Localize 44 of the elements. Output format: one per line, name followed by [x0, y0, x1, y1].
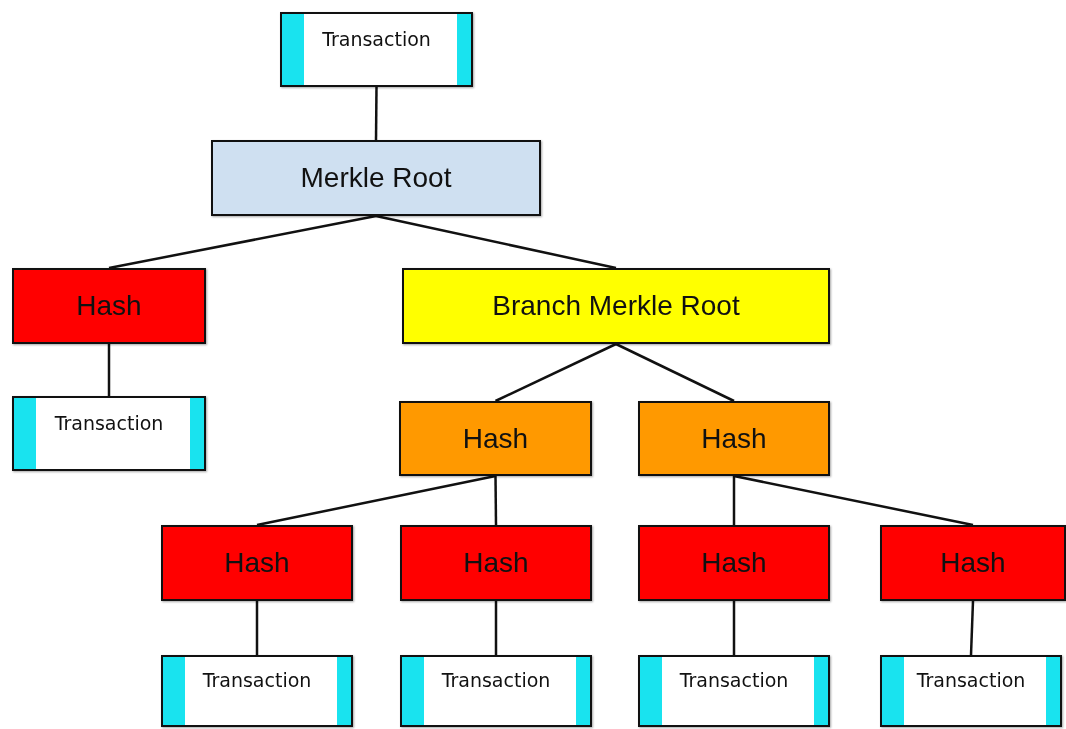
connector-line	[615, 342, 735, 403]
transaction-box	[12, 396, 206, 471]
connector-line	[732, 476, 736, 525]
connector-line	[969, 600, 975, 656]
node-label: Hash	[701, 422, 767, 455]
connector-line	[255, 601, 259, 655]
transaction-box	[161, 655, 353, 727]
connector-line	[108, 214, 377, 270]
hash-box	[399, 401, 592, 476]
node-label: Hash	[940, 547, 1006, 579]
transaction-box	[400, 655, 592, 727]
node-label: Transaction	[54, 411, 164, 434]
transaction-box	[880, 655, 1062, 727]
node-label: Hash	[463, 547, 529, 579]
hash-box	[638, 401, 830, 476]
hash-box	[402, 268, 830, 344]
hash-box	[211, 140, 541, 216]
node-label: Hash	[224, 547, 290, 579]
connector-line	[256, 474, 496, 527]
connector-line	[107, 344, 111, 396]
node-label: Transaction	[916, 669, 1026, 691]
transaction-box	[638, 655, 830, 727]
connector-line	[494, 476, 498, 525]
hash-box	[638, 525, 830, 601]
connector-line	[374, 87, 378, 140]
transaction-box	[280, 12, 473, 87]
node-label: Transaction	[322, 27, 431, 50]
hash-box	[161, 525, 353, 601]
node-label: Transaction	[679, 669, 789, 691]
hash-box	[12, 268, 206, 344]
node-label: Transaction	[441, 669, 551, 691]
connector-line	[375, 214, 617, 270]
connector-line	[494, 601, 498, 655]
node-label: Hash	[76, 290, 142, 322]
node-label: Merkle Root	[300, 162, 452, 194]
node-label: Hash	[462, 422, 529, 455]
node-label: Branch Merkle Root	[492, 290, 740, 322]
connector-line	[732, 601, 736, 655]
node-label: Hash	[701, 547, 767, 579]
hash-box	[400, 525, 592, 601]
hash-box	[880, 525, 1066, 601]
connector-line	[733, 474, 974, 527]
connector-line	[494, 342, 617, 403]
node-label: Transaction	[202, 669, 312, 691]
